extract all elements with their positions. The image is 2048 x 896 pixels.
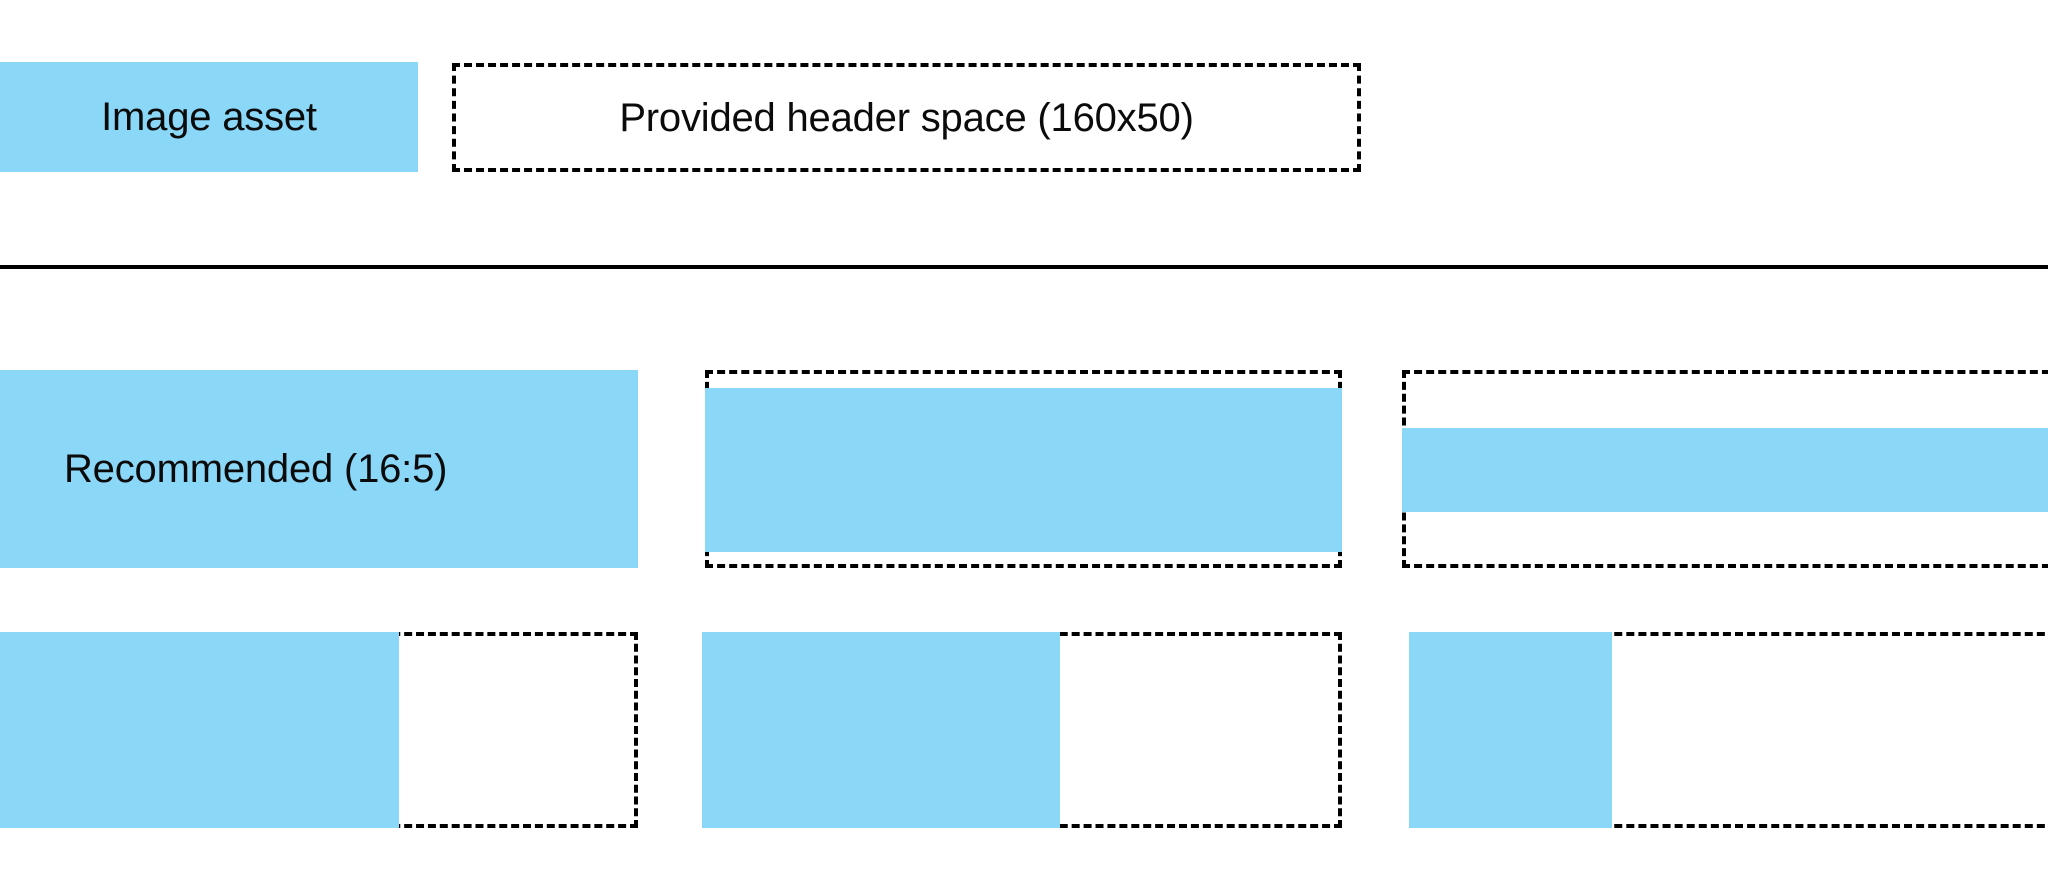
example-fill-much-shorter: [1402, 428, 2048, 512]
example-fill-medium-coverage: [702, 632, 1060, 828]
provided-header-space-label: Provided header space (160x50): [619, 95, 1194, 140]
example-frame-wide-coverage: [0, 632, 638, 828]
section-divider: [0, 265, 2048, 269]
example-frame-much-shorter: [1402, 370, 2048, 568]
example-fill-recommended: [0, 370, 638, 568]
example-fill-wide-coverage: [0, 632, 399, 828]
provided-header-space-frame: Provided header space (160x50): [452, 63, 1361, 172]
recommended-label: Recommended (16:5): [64, 447, 448, 491]
example-frame-narrow-coverage: [1409, 632, 2048, 828]
example-frame-slightly-shorter: [705, 370, 1342, 568]
image-asset-swatch: Image asset: [0, 62, 418, 172]
example-frame-recommended: Recommended (16:5): [0, 370, 638, 568]
example-fill-narrow-coverage: [1409, 632, 1612, 828]
example-fill-slightly-shorter: [705, 388, 1342, 552]
example-frame-medium-coverage: [702, 632, 1342, 828]
image-asset-label: Image asset: [101, 95, 317, 139]
